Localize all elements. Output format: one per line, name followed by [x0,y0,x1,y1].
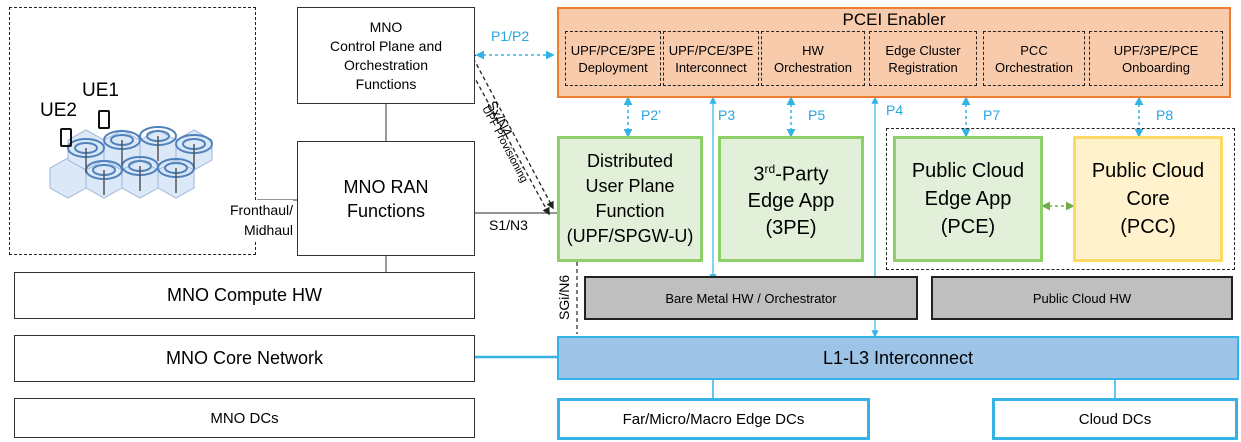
sgi-n6-label: SGi/N6 [556,274,572,320]
p1p2-label: P1/P2 [491,28,530,44]
distributed-upf: Distributed User Plane Function (UPF/SPG… [557,136,703,262]
upf-provisioning-line [465,60,550,216]
mno-core-network: MNO Core Network [14,335,475,382]
p4-label: P4 [886,102,904,118]
mno-compute-hw: MNO Compute HW [14,272,475,319]
third-party-suffix: -Party Edge App (3PE) [747,163,835,240]
mno-ran-functions: MNO RAN Functions [297,141,475,256]
public-cloud-hw: Public Cloud HW [931,276,1233,320]
module-deployment: UPF/PCE/3PE Deployment [565,31,661,86]
module-pcc-orchestration: PCC Orchestration [983,31,1085,86]
pcei-enabler-title: PCEI Enabler [842,10,946,29]
cell-towers-illustration [49,126,213,199]
third-party-edge-app: 3rd-Party Edge App (3PE) [718,136,864,262]
ue1-label: UE1 [82,80,119,101]
third-party-prefix: 3 [753,163,765,186]
module-onboarding: UPF/3PE/PCE Onboarding [1089,31,1223,86]
module-edge-cluster-registration: Edge Cluster Registration [869,31,977,86]
s1n3-label: S1/N3 [489,217,528,233]
ue2-label: UE2 [40,100,77,121]
p7-label: P7 [983,107,1001,123]
mno-control-plane: MNO Control Plane and Orchestration Func… [297,7,475,104]
ue1-phone-icon [98,110,110,129]
far-micro-macro-edge-dcs: Far/Micro/Macro Edge DCs [557,398,870,440]
cloud-dcs: Cloud DCs [992,398,1238,440]
public-cloud-core: Public Cloud Core (PCC) [1073,136,1223,262]
module-hw-orchestration: HW Orchestration [761,31,865,86]
bare-metal-hw: Bare Metal HW / Orchestrator [584,276,918,320]
l1-l3-interconnect: L1-L3 Interconnect [557,336,1239,380]
public-cloud-edge-app: Public Cloud Edge App (PCE) [893,136,1043,262]
fronthaul-label: Fronthaul/ Midhaul [198,200,293,240]
p5-label: P5 [808,107,826,123]
p3-label: P3 [718,107,736,123]
pcei-enabler: PCEI Enabler UPF/PCE/3PE Deployment UPF/… [557,7,1231,98]
ran-coverage-area: UE1 UE2 [9,7,256,255]
mno-dcs: MNO DCs [14,398,475,438]
third-party-ordinal: rd [764,161,776,176]
ue2-phone-icon [60,128,72,147]
p8-label: P8 [1156,107,1174,123]
p2prime-label: P2’ [641,107,662,123]
module-interconnect: UPF/PCE/3PE Interconnect [663,31,759,86]
public-cloud-group [886,128,1235,270]
